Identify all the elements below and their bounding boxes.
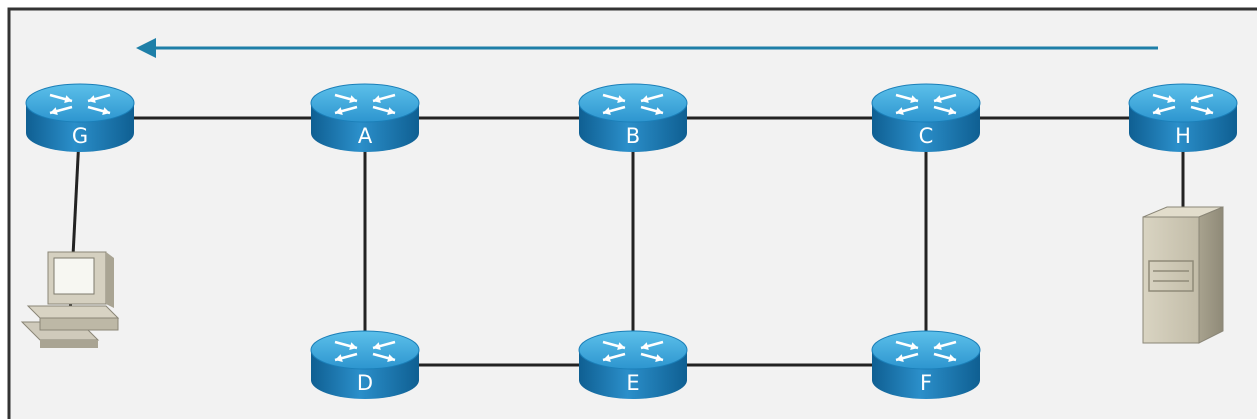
desktop-computer-icon: [20, 251, 120, 348]
router-e: E: [578, 330, 688, 399]
router-label: E: [626, 371, 639, 395]
router-arrows-icon: [1152, 93, 1214, 116]
router-label: H: [1175, 124, 1191, 148]
router-label: B: [626, 124, 640, 148]
router-f: F: [871, 330, 981, 399]
router-h: H: [1128, 83, 1238, 152]
router-arrows-icon: [895, 340, 957, 363]
router-label: F: [920, 371, 932, 395]
router-a: A: [310, 83, 420, 152]
routers-layer: G A B C H D E F: [25, 83, 1238, 399]
router-label: A: [358, 124, 373, 148]
router-b: B: [578, 83, 688, 152]
router-arrows-icon: [334, 340, 396, 363]
router-arrows-icon: [895, 93, 957, 116]
router-label: G: [72, 124, 88, 148]
router-d: D: [310, 330, 420, 399]
router-label: C: [919, 124, 934, 148]
router-label: D: [357, 371, 373, 395]
router-arrows-icon: [49, 93, 111, 116]
arrow-left-icon: [136, 38, 1158, 58]
router-arrows-icon: [602, 340, 664, 363]
hosts-layer: [20, 206, 1224, 348]
router-g: G: [25, 83, 135, 152]
server-tower-icon: [1142, 206, 1224, 344]
router-c: C: [871, 83, 981, 152]
router-arrows-icon: [334, 93, 396, 116]
router-arrows-icon: [602, 93, 664, 116]
